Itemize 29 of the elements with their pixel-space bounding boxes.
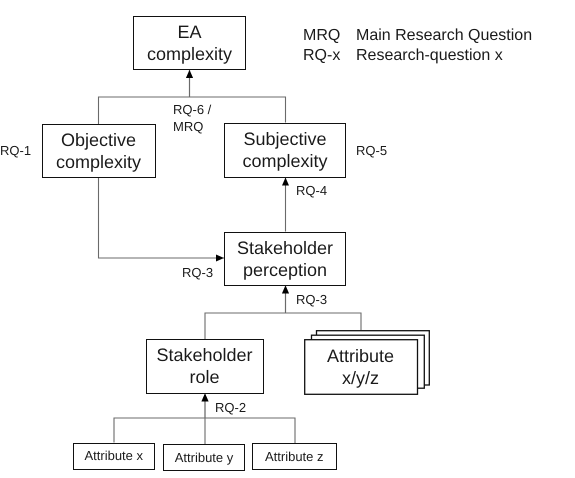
- process-box: [163, 444, 245, 471]
- process-box: [252, 443, 336, 470]
- key-abbreviation: MRQ: [303, 26, 340, 45]
- box-label: Attribute x: [84, 448, 144, 464]
- box-label: EA complexity: [146, 21, 234, 65]
- box-label: Attribute z: [264, 448, 324, 464]
- process-box: [72, 442, 155, 470]
- box-label: Stakeholder role: [155, 344, 254, 388]
- process-box: [42, 124, 156, 178]
- key-definition: Research-question x: [356, 46, 503, 65]
- process-box: [224, 232, 346, 286]
- side-label: RQ-5: [356, 142, 388, 159]
- arrow: [282, 286, 362, 330]
- side-label: RQ-1: [0, 142, 32, 159]
- key-abbreviation: RQ-x: [303, 46, 340, 65]
- process-box: [146, 339, 264, 394]
- box-label: Attribute x/y/z: [326, 345, 396, 389]
- arrow: [186, 70, 286, 122]
- process-box: [133, 16, 246, 70]
- stacked-boxes: [304, 330, 430, 395]
- box-label: Attribute y: [174, 450, 234, 466]
- arrow: [98, 178, 224, 262]
- key-definition: Main Research Question: [356, 26, 532, 45]
- box-label: Stakeholder perception: [236, 236, 334, 280]
- arrow: [202, 394, 296, 443]
- process-box: [224, 122, 346, 178]
- box-label: Subjective complexity: [241, 128, 329, 172]
- arrow: [282, 178, 289, 232]
- box-label: Objective complexity: [54, 129, 142, 173]
